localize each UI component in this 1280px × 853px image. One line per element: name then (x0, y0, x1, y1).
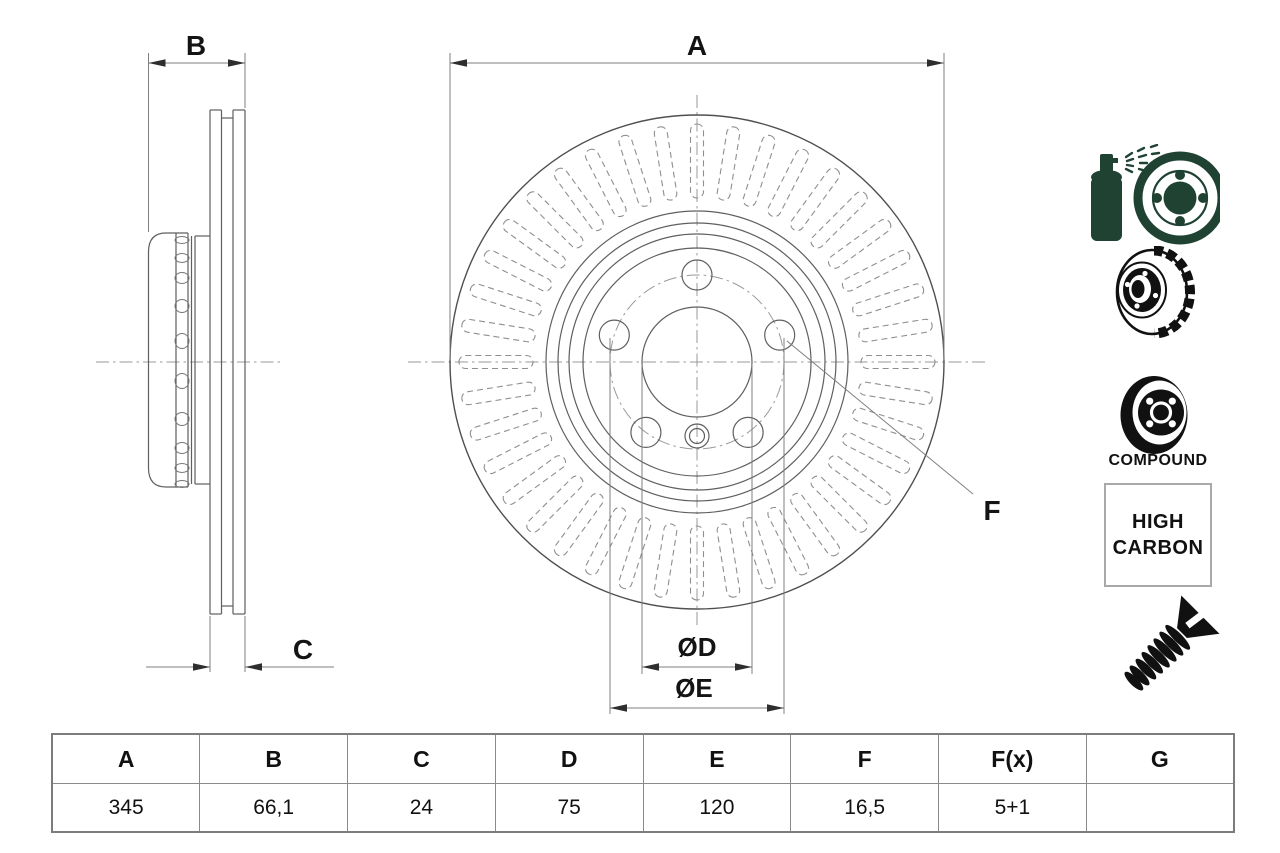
dimension-f: F (786, 340, 1001, 526)
coating-spray-icon (1091, 144, 1220, 245)
cross-section-view (96, 109, 284, 615)
dim-label-b: B (186, 30, 206, 61)
spec-header-a: A (51, 733, 201, 784)
friction-plates (209, 109, 246, 615)
spec-header-f: F (790, 733, 939, 784)
spec-value-fx: 5+1 (938, 783, 1087, 833)
vented-disc-icon (1115, 246, 1195, 338)
dim-label-d: ØD (678, 632, 717, 662)
dimension-c: C (146, 616, 334, 672)
high-carbon-line2: CARBON (1112, 537, 1204, 559)
set-screw-hole (684, 423, 710, 449)
disc-circles (449, 114, 945, 610)
hat-section (147, 232, 210, 488)
dimension-e: ØE (609, 338, 785, 714)
dimension-a: A (449, 30, 945, 360)
dim-label-e: ØE (675, 673, 713, 703)
centerlines (408, 95, 988, 628)
countersunk-screw-icon (1124, 595, 1220, 691)
compound-disc-icon (1120, 376, 1188, 454)
spec-value-g (1085, 783, 1235, 833)
compound-label: COMPOUND (1108, 452, 1208, 469)
dim-label-a: A (687, 30, 707, 61)
high-carbon-line1: HIGH (1132, 511, 1184, 533)
dim-label-f: F (983, 495, 1000, 526)
spec-value-c: 24 (347, 783, 496, 833)
dimension-d: ØD (641, 364, 753, 674)
high-carbon-badge: HIGH CARBON (1104, 483, 1212, 587)
spec-value-d: 75 (494, 783, 644, 833)
spec-header-row: A B C D E F F(x) G (51, 733, 1235, 784)
spec-value-e: 120 (642, 783, 792, 833)
spec-header-b: B (199, 733, 348, 784)
spec-header-e: E (642, 733, 792, 784)
spec-header-g: G (1085, 733, 1235, 784)
spec-value-f: 16,5 (790, 783, 939, 833)
spec-value-row: 345 66,1 24 75 120 16,5 5+1 (51, 783, 1235, 833)
front-view (408, 95, 988, 628)
dim-label-c: C (293, 634, 313, 665)
spec-value-b: 66,1 (199, 783, 348, 833)
dimension-b: B (148, 30, 246, 232)
spec-header-fx: F(x) (938, 733, 1087, 784)
spec-value-a: 345 (51, 783, 201, 833)
spec-table: A B C D E F F(x) G 345 66,1 24 75 120 16… (51, 733, 1235, 833)
hub-bore (641, 306, 753, 418)
spec-header-d: D (494, 733, 644, 784)
rivet-holes (174, 236, 190, 488)
bolt-holes (598, 259, 796, 448)
spec-header-c: C (347, 733, 496, 784)
